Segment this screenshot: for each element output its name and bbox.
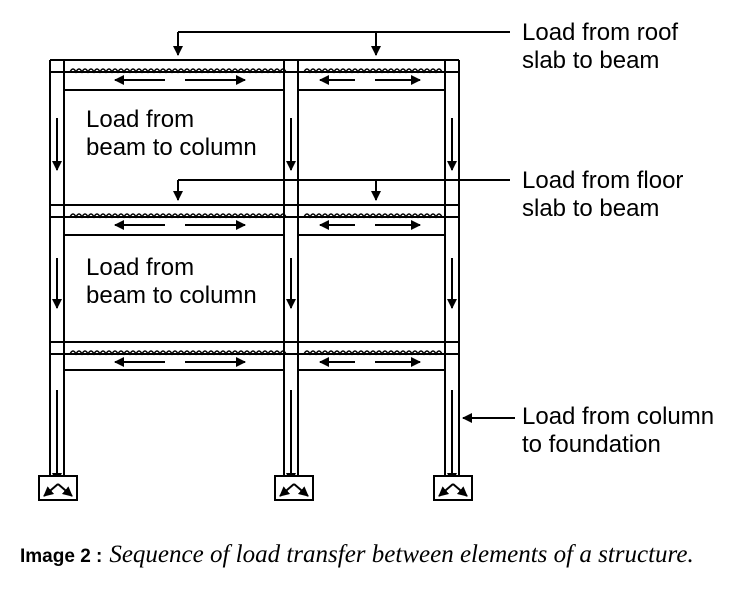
label-beam-lower-line2: beam to column — [86, 282, 257, 309]
load-transfer-diagram — [38, 31, 515, 501]
leader-lines — [173, 31, 515, 423]
label-beam-upper-line2: beam to column — [86, 134, 257, 161]
footing-arrows — [43, 483, 468, 497]
caption-label: Image 2 : — [20, 546, 103, 567]
label-beam-upper-line1: Load from — [86, 106, 195, 133]
label-column-line2: to foundation — [522, 431, 661, 458]
label-roof-line1: Load from roof — [522, 19, 679, 46]
label-floor-line1: Load from floor — [522, 167, 684, 194]
column-down-arrows — [52, 118, 457, 483]
label-column-line1: Load from column — [522, 403, 715, 430]
roof-leader — [178, 31, 510, 55]
label-floor-line2: slab to beam — [522, 195, 660, 222]
label-roof-line2: slab to beam — [522, 47, 660, 74]
foundation-footings — [38, 475, 473, 501]
caption-text: Sequence of load transfer between elemen… — [109, 541, 694, 568]
figure-caption: Image 2 : Sequence of load transfer betw… — [20, 538, 740, 573]
label-beam-lower-line1: Load from — [86, 254, 195, 281]
slab-horizontal-arrows — [114, 75, 421, 367]
slab-load-scallops — [69, 68, 443, 356]
